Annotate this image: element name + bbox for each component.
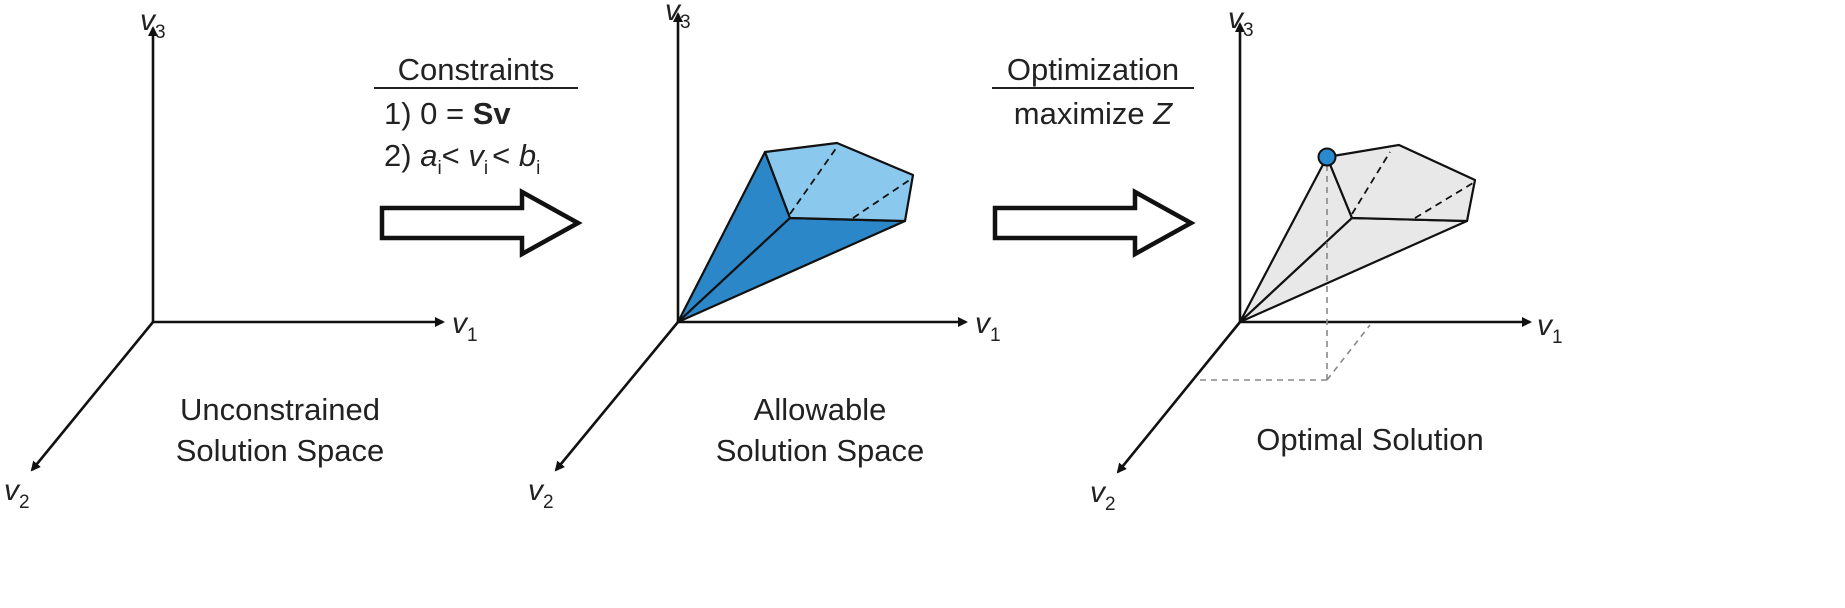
caption-line-2: Solution Space xyxy=(176,433,385,468)
v2-axis xyxy=(1116,321,1242,474)
caption-line-2: Solution Space xyxy=(716,433,925,468)
panel-allowable: v3 v1 v2 Allowable Solution Space xyxy=(528,0,1001,513)
caption-line-1: Unconstrained xyxy=(180,392,380,427)
constraint-1: 1) 0 = Sv xyxy=(384,96,511,131)
hidden-edge xyxy=(789,146,838,215)
v3-label: v3 xyxy=(140,4,166,43)
v2-axis xyxy=(554,321,680,472)
arrow-right-icon xyxy=(379,188,583,258)
v1-label: v1 xyxy=(975,307,1001,346)
v1-label: v1 xyxy=(452,307,478,346)
optimization-title: Optimization xyxy=(1007,52,1179,87)
constraints-block: Constraints 1) 0 = Sv 2) ai< vi< bi xyxy=(374,52,583,258)
objective: maximize Z xyxy=(1014,96,1174,131)
optimal-point xyxy=(1317,147,1337,167)
polytope-face-top xyxy=(763,141,915,223)
caption-optimal: Optimal Solution xyxy=(1256,422,1483,457)
v2-label: v2 xyxy=(528,474,554,513)
arrow-right-icon xyxy=(992,188,1196,258)
optimal-polytope xyxy=(1238,143,1477,324)
polytope-face-top xyxy=(1325,143,1477,223)
panel-optimal: v3 v1 v2 Optimal Solution xyxy=(1090,2,1563,515)
v2-label: v2 xyxy=(1090,476,1116,515)
v2-axis xyxy=(30,321,155,472)
caption-line-1: Allowable xyxy=(754,392,887,427)
allowable-polytope xyxy=(676,141,915,324)
constraints-title: Constraints xyxy=(398,52,555,87)
v1-label: v1 xyxy=(1537,309,1563,348)
v3-label: v3 xyxy=(665,0,691,33)
v2-label: v2 xyxy=(4,474,30,513)
optimization-block: Optimization maximize Z xyxy=(992,52,1196,258)
v3-label: v3 xyxy=(1228,2,1254,41)
constraint-2: 2) ai< vi< bi xyxy=(384,138,540,179)
panel-unconstrained: v3 v1 v2 Unconstrained Solution Space xyxy=(4,4,478,513)
hidden-edge xyxy=(1351,151,1391,215)
projection-line xyxy=(1326,324,1371,381)
